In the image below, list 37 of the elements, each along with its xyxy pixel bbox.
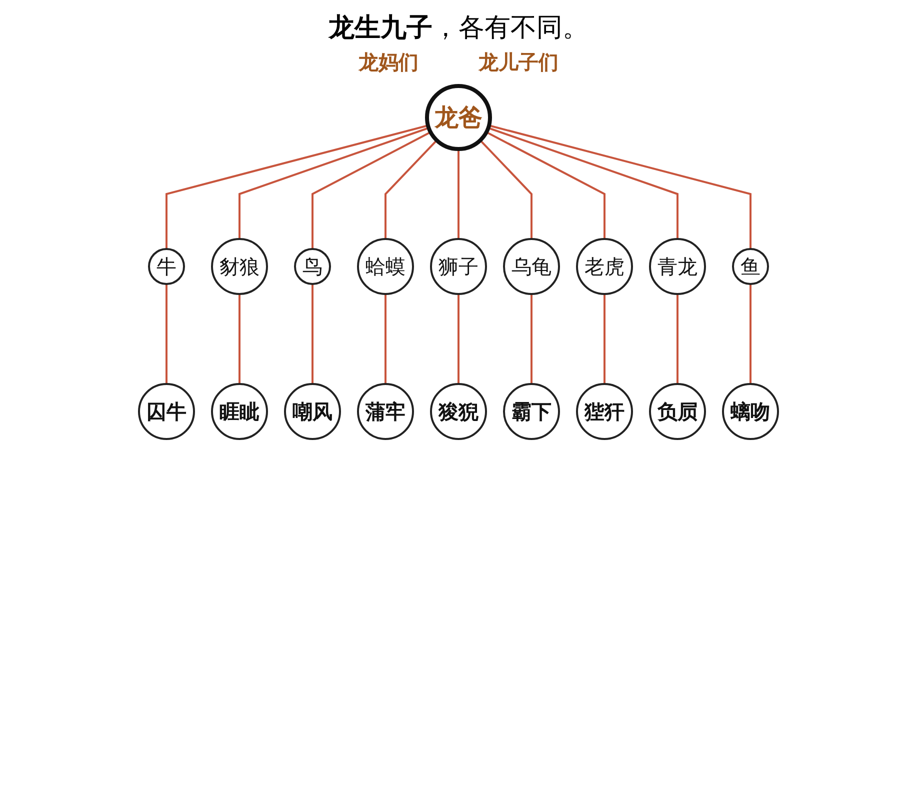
node-circle: 螭吻 (722, 383, 779, 440)
node-circle: 乌龟 (503, 238, 560, 295)
node-circle: 鱼 (732, 248, 769, 285)
node-circle: 青龙 (649, 238, 706, 295)
connector (238, 294, 240, 384)
connector (458, 294, 460, 384)
connector (750, 284, 752, 384)
connector (166, 284, 168, 384)
node-circle: 鸟 (294, 248, 331, 285)
node-circle: 睚眦 (211, 383, 268, 440)
node-circle: 囚牛 (138, 383, 195, 440)
node-circle: 负屃 (649, 383, 706, 440)
node-circle: 老虎 (576, 238, 633, 295)
connector (604, 294, 606, 384)
node-circle: 嘲风 (284, 383, 341, 440)
node-circle: 牛 (148, 248, 185, 285)
node-circle: 狮子 (430, 238, 487, 295)
group-label: 龙妈们 (358, 49, 418, 76)
connector (486, 131, 606, 239)
connector (488, 126, 678, 239)
connector (480, 140, 532, 239)
connector (312, 131, 432, 249)
connector (530, 294, 532, 384)
node-circle: 豺狼 (211, 238, 268, 295)
connector (488, 124, 752, 249)
connector (238, 126, 430, 239)
title: 龙生九子，各有不同。 (327, 12, 590, 45)
connector (676, 294, 678, 384)
group-label: 龙儿子们 (478, 49, 558, 76)
node-circle: 蒲牢 (357, 383, 414, 440)
connector (384, 294, 386, 384)
connector (384, 140, 438, 239)
connector (166, 124, 428, 249)
node-circle: 蛤蟆 (357, 238, 414, 295)
node-circle: 霸下 (503, 383, 560, 440)
connector (458, 149, 460, 239)
connector (312, 284, 314, 384)
